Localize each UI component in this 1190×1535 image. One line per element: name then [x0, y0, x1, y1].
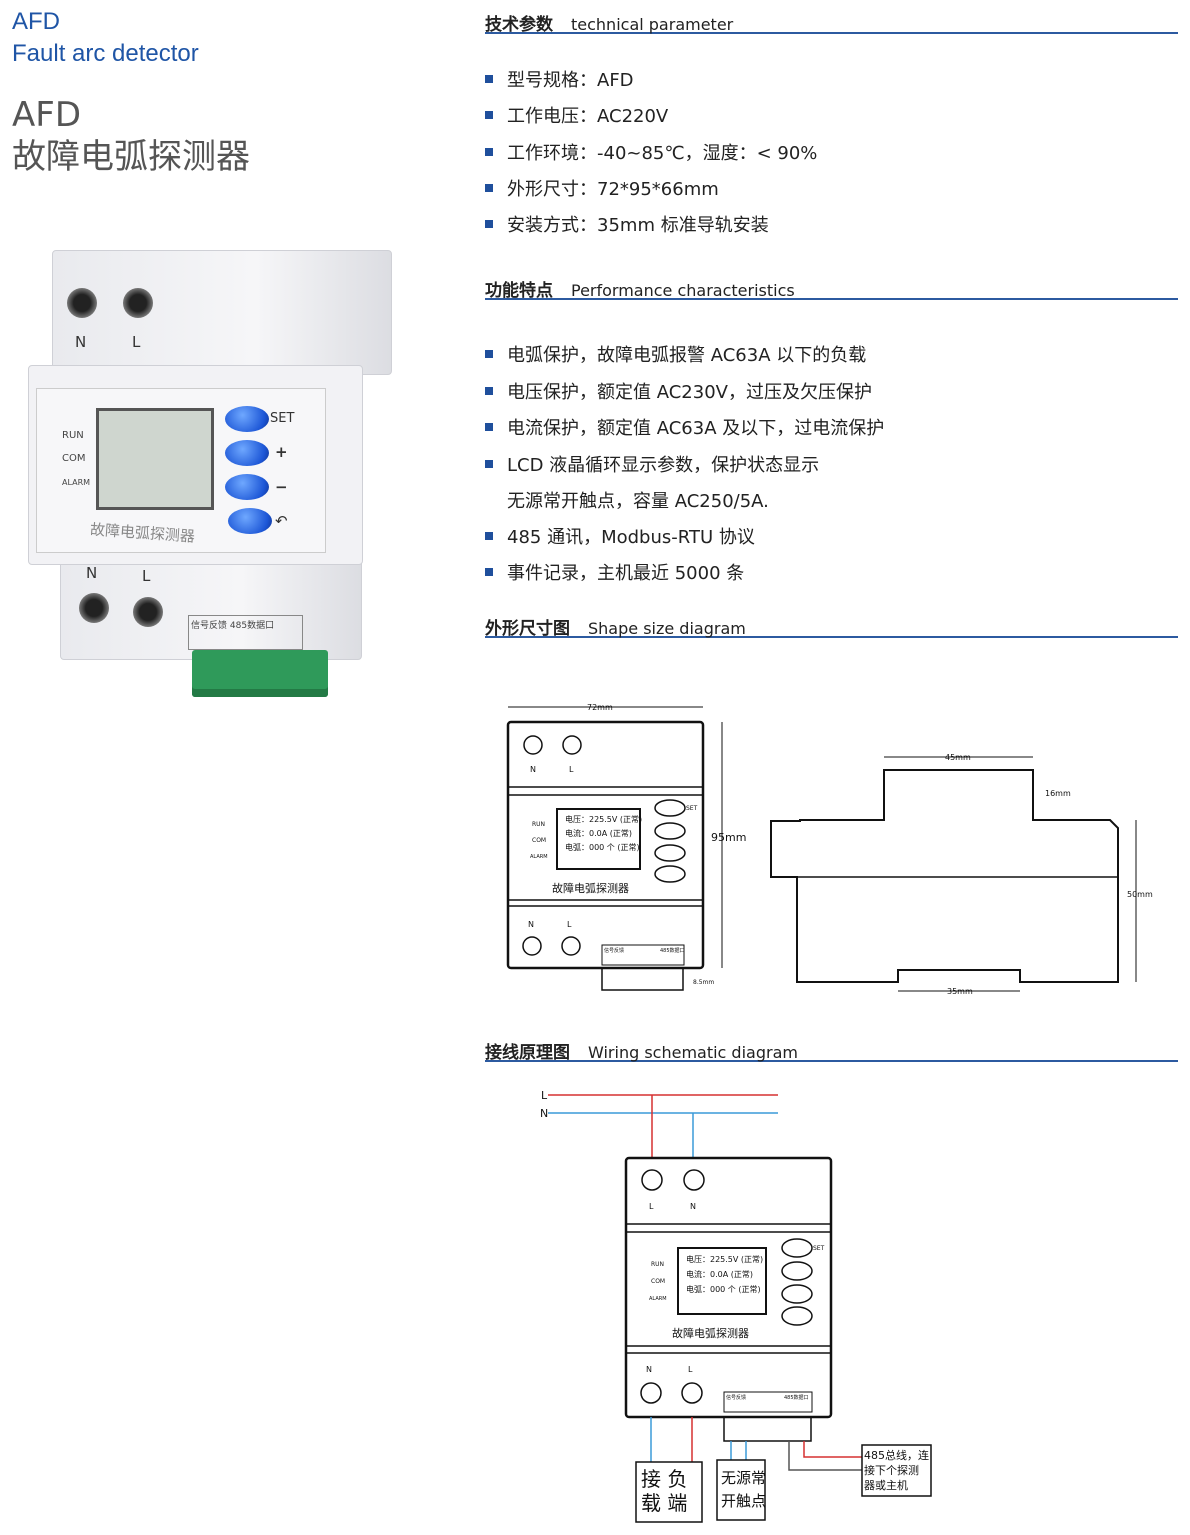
photo-run: RUN — [62, 430, 84, 441]
section-title-cn: 接线原理图 — [485, 1043, 570, 1063]
section-title-cn: 技术参数 — [485, 15, 553, 35]
dim-depth: 50mm — [1127, 890, 1153, 899]
photo-back: ↶ — [275, 512, 288, 530]
svg-text:故障电弧探测器: 故障电弧探测器 — [672, 1326, 749, 1340]
tech-item: 外形尺寸：72*95*66mm — [485, 175, 719, 201]
bus-label: 485总线，连 — [864, 1448, 929, 1462]
svg-text:ALARM: ALARM — [649, 1296, 667, 1302]
contact-label: 无源常 — [721, 1469, 766, 1487]
tech-item: 型号规格：AFD — [485, 66, 634, 92]
photo-set: SET — [270, 411, 295, 426]
svg-text:485数据口: 485数据口 — [660, 947, 685, 954]
photo-minus: − — [275, 478, 288, 496]
svg-text:L: L — [688, 1365, 693, 1374]
dim-terminal: 8.5mm — [693, 979, 714, 986]
svg-text:SET: SET — [813, 1245, 825, 1252]
tech-item: 工作环境：-40~85℃，湿度：< 90% — [485, 139, 817, 165]
tech-item: 安装方式：35mm 标准导轨安装 — [485, 211, 769, 237]
dim-rail: 35mm — [947, 987, 973, 996]
minus-button[interactable] — [225, 474, 269, 500]
product-code: AFD — [12, 8, 60, 35]
perf-item: 电流保护，额定值 AC63A 及以下，过电流保护 — [485, 414, 884, 440]
svg-text:信号反馈: 信号反馈 — [604, 947, 624, 954]
section-title-cn: 功能特点 — [485, 281, 553, 301]
svg-text:485数据口: 485数据口 — [784, 1394, 809, 1401]
svg-text:电压：225.5V (正常): 电压：225.5V (正常) — [565, 814, 642, 824]
photo-label-n2: N — [86, 564, 98, 582]
terminal-block — [192, 650, 328, 697]
photo-label-l: L — [132, 333, 141, 351]
back-button[interactable] — [228, 508, 272, 534]
photo-485: 485数据口 — [229, 621, 275, 631]
svg-text:N: N — [528, 920, 534, 929]
section-title-en: Shape size diagram — [588, 619, 746, 638]
line-l-label: L — [541, 1089, 548, 1102]
section-perf-header: 功能特点 Performance characteristics — [485, 276, 1178, 301]
perf-item: LCD 液晶循环显示参数，保护状态显示 — [485, 451, 819, 477]
perf-item: 事件记录，主机最近 5000 条 — [485, 559, 744, 585]
svg-text:载 端: 载 端 — [641, 1491, 687, 1515]
svg-text:ALARM: ALARM — [530, 854, 548, 860]
dim-width: 72mm — [587, 703, 613, 712]
svg-text:信号反馈: 信号反馈 — [726, 1394, 746, 1401]
dim-height: 95mm — [711, 831, 746, 844]
svg-text:L: L — [649, 1202, 654, 1211]
perf-item: 485 通讯，Modbus-RTU 协议 — [485, 523, 755, 549]
svg-text:N: N — [530, 765, 536, 774]
section-tech-header: 技术参数 technical parameter — [485, 10, 1178, 35]
svg-text:L: L — [569, 765, 574, 774]
svg-text:电弧：000 个 (正常): 电弧：000 个 (正常) — [565, 842, 640, 852]
svg-text:接下个探测: 接下个探测 — [864, 1464, 919, 1477]
svg-text:开触点: 开触点 — [721, 1492, 766, 1510]
photo-terminal-label: 信号反馈 485数据口 — [188, 615, 303, 650]
svg-text:N: N — [646, 1365, 652, 1374]
wiring-diagram: L N L N 电压：225.5V (正常) 电流：0.0A (正常) 电弧：0… — [540, 1089, 932, 1523]
section-shape-header: 外形尺寸图 Shape size diagram — [485, 614, 1178, 639]
product-model: AFD — [12, 95, 81, 135]
perf-item: 电压保护，额定值 AC230V，过压及欠压保护 — [485, 378, 872, 404]
svg-text:RUN: RUN — [532, 821, 545, 828]
section-title-en: Performance characteristics — [571, 281, 795, 300]
photo-alarm: ALARM — [62, 478, 91, 487]
svg-text:电压：225.5V (正常): 电压：225.5V (正常) — [686, 1254, 763, 1264]
shape-size-diagram: 72mm N L 电压：225.5V (正常) 电流：0.0A (正常) 电弧：… — [506, 703, 1153, 996]
plus-button[interactable] — [225, 440, 269, 466]
svg-text:L: L — [567, 920, 572, 929]
perf-item: 电弧保护，故障电弧报警 AC63A 以下的负载 — [485, 341, 866, 367]
section-title-cn: 外形尺寸图 — [485, 619, 570, 639]
line-n-label: N — [540, 1107, 548, 1120]
section-wiring-header: 接线原理图 Wiring schematic diagram — [485, 1038, 1178, 1063]
svg-text:故障电弧探测器: 故障电弧探测器 — [552, 881, 629, 895]
photo-sig: 信号反馈 — [191, 621, 228, 631]
svg-text:器或主机: 器或主机 — [864, 1478, 908, 1492]
lcd-screen — [96, 408, 214, 510]
svg-text:RUN: RUN — [651, 1261, 664, 1268]
dim-step: 16mm — [1045, 789, 1071, 798]
product-cn-name: 故障电弧探测器 — [12, 137, 250, 177]
svg-text:电流：0.0A (正常): 电流：0.0A (正常) — [686, 1269, 753, 1279]
svg-text:N: N — [690, 1202, 696, 1211]
svg-text:COM: COM — [651, 1278, 665, 1285]
photo-com: COM — [62, 453, 86, 464]
set-button[interactable] — [225, 406, 269, 432]
photo-label-l2: L — [142, 567, 151, 585]
tech-item: 工作电压：AC220V — [485, 102, 668, 128]
load-label: 接 负 — [641, 1467, 687, 1491]
svg-text:电流：0.0A (正常): 电流：0.0A (正常) — [565, 828, 632, 838]
section-title-en: technical parameter — [571, 15, 734, 34]
photo-plus: + — [275, 443, 288, 461]
photo-label-n: N — [75, 333, 87, 351]
perf-item: 无源常开触点，容量 AC250/5A. — [507, 491, 769, 512]
section-title-en: Wiring schematic diagram — [588, 1043, 798, 1062]
svg-text:SET: SET — [686, 805, 698, 812]
svg-text:COM: COM — [532, 837, 546, 844]
svg-text:电弧：000 个 (正常): 电弧：000 个 (正常) — [686, 1284, 761, 1294]
product-en-name: Fault arc detector — [12, 40, 199, 67]
dim-top: 45mm — [945, 753, 971, 762]
